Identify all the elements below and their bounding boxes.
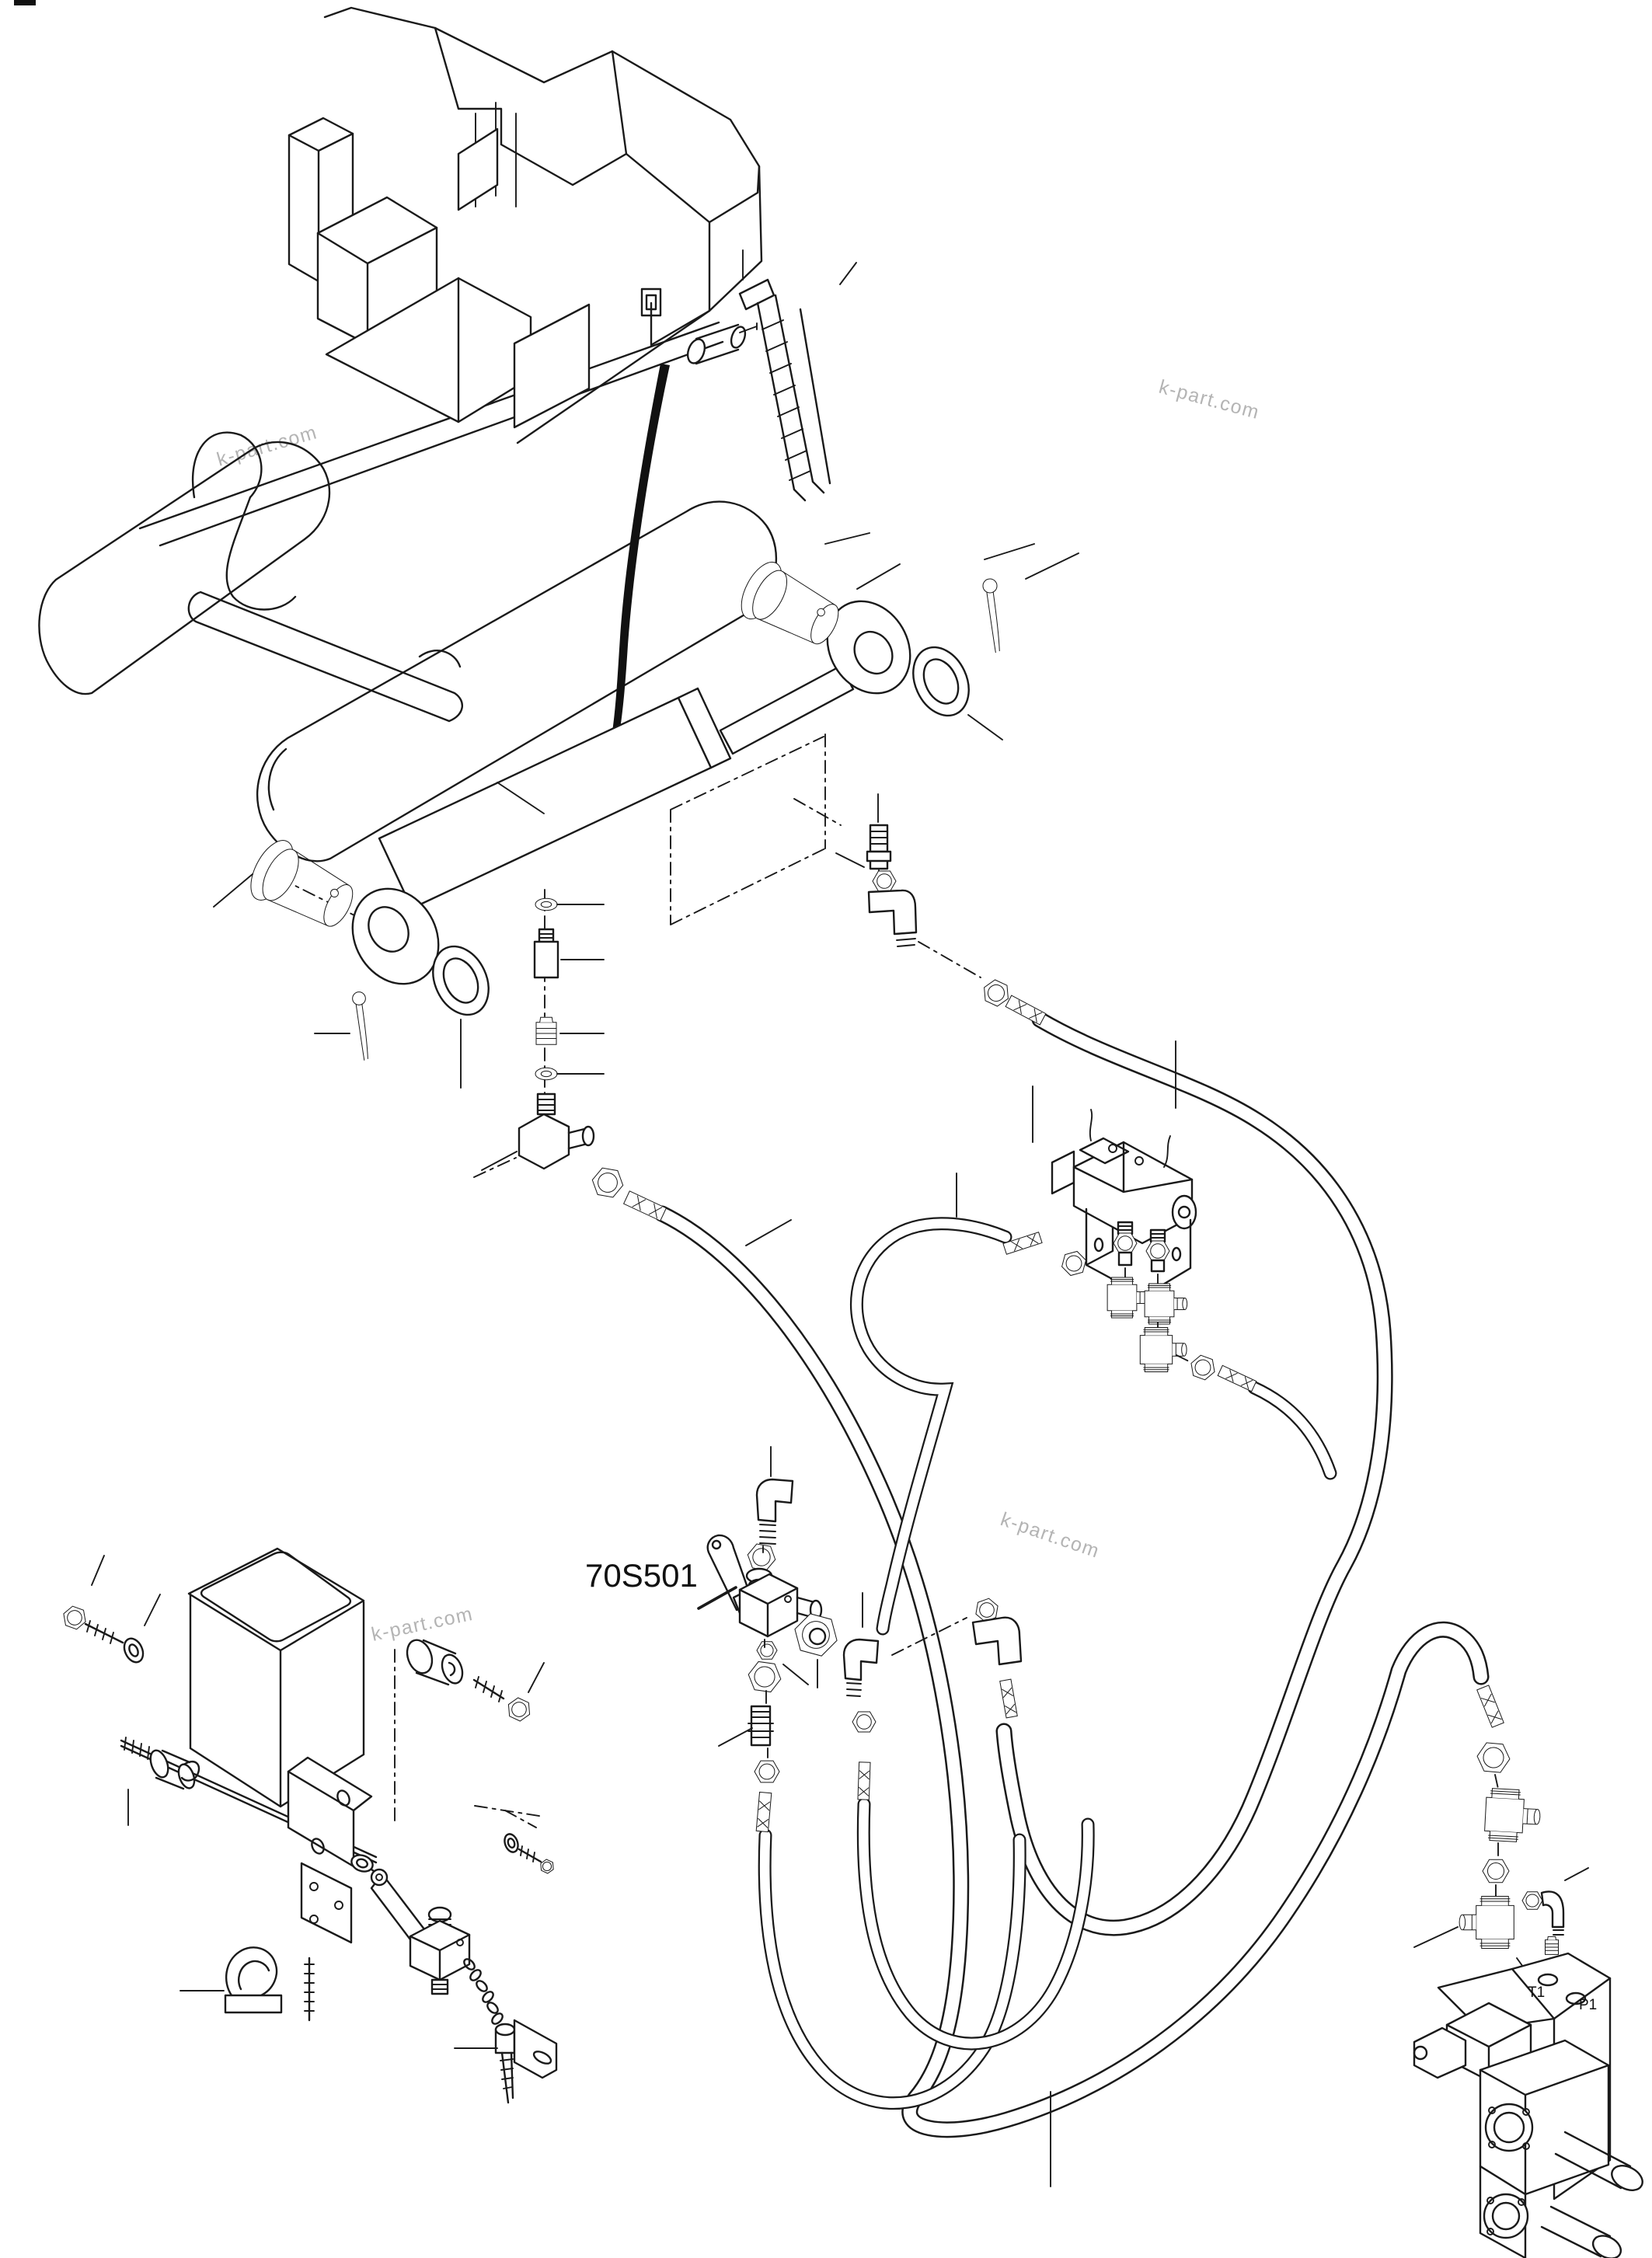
chain-plug [463,1958,516,2104]
hose-nut [590,1166,625,1198]
port-fitting-column [533,889,605,1108]
hose-nut [755,1761,779,1782]
lever-linkage-assembly [60,1547,558,2104]
hose-nut [1059,1249,1089,1277]
cylinder-barrel [378,696,713,910]
threaded-plug [536,1017,556,1044]
control-rod [120,1737,378,1864]
watermark-bottom-left: k-part.com [369,1603,475,1646]
tee-fitting [1107,1277,1150,1318]
port-p1 [1565,1991,1587,2005]
watermarks: k-part.com k-part.com k-part.com k-part.… [214,376,1262,1646]
hose-braid [1218,1365,1256,1391]
hose-nut [1187,1353,1218,1382]
hose-a-long [653,1205,1490,2138]
adapter-fitting [533,928,559,979]
hose-braid [1005,995,1046,1025]
small-washer-bolt [504,1810,556,1875]
port-t1 [1537,1973,1559,1987]
hose-braid [858,1762,870,1800]
label-leader [697,1586,737,1610]
elbow-fitting [1540,1890,1565,1929]
outlet-barb-upper [1554,2131,1643,2192]
elbow-hose-end [972,1597,1021,1718]
elbow-fitting-top [755,1478,794,1523]
port-label-t1: T1 [1528,1984,1545,2001]
solen-fitting-stack [1107,1221,1256,1392]
watermark-middle-right: k-part.com [998,1508,1103,1563]
shutoff-valve-70s501 [697,1446,967,1832]
leader-swoosh [608,364,670,758]
hose-braid [624,1191,667,1221]
hose-braid [1477,1685,1504,1727]
o-ring [535,1068,557,1079]
port-label-p1: P1 [1579,1997,1597,2013]
washer-upper [912,646,970,717]
cylinder-rod [719,664,855,755]
washer-lower [432,945,490,1016]
tee-fitting [1484,1788,1542,1843]
union-nut [790,1611,842,1659]
access-ladder [738,278,831,502]
corner-mark [14,0,36,5]
elbow-fitting-a [793,793,1176,1109]
tee-chain [1413,1685,1589,1984]
drain-valve [409,1906,471,1995]
tee-fitting [1145,1284,1187,1324]
hose-solenoid-right [1247,1381,1337,1480]
outlet-barb-lower [1540,2205,1622,2258]
hex-nipple [750,1705,772,1747]
hose-u1 [758,1828,1026,2110]
tee-fitting [1140,1327,1187,1371]
mounting-post [187,1547,365,1808]
rod-eye-upper [826,600,911,695]
cotter-pin-upper [983,579,999,653]
o-ring [535,898,557,910]
threaded-plug [1546,1936,1559,1954]
hose-b-loop [995,1011,1393,1936]
tee-fitting [1459,1897,1514,1949]
rod-eye-lower [351,887,440,985]
solenoid-wires [1089,1109,1171,1168]
leader-lines [314,532,1079,1089]
hose-c-solenoid [849,1217,1012,1636]
leader-line [742,249,857,285]
hose-braid [756,1792,772,1831]
solenoid-valve-assembly [956,1085,1256,1392]
leader-line [745,1219,792,1246]
watermark-top-right: k-part.com [1156,376,1262,423]
cotter-pin-lower [353,992,368,1061]
leader-line [213,873,253,908]
hydraulic-cylinder-assembly [213,532,1079,1246]
excavator-illustration [38,6,857,862]
spacer-bolt-right [394,1639,545,1824]
bolt-washer-left [60,1555,161,1664]
hose-nut [852,1712,876,1732]
hose-u2 [856,1797,1095,2051]
part-code-label: 70S501 [585,1557,698,1594]
deck-cylinder [686,322,758,365]
cable-clip [179,1946,283,2014]
cylinder-gland [677,687,732,769]
control-valve-block [1413,1952,1643,2258]
lower-strap [454,2019,558,2079]
hose-nut [1476,1742,1511,1773]
banjo-fitting [473,1092,595,1178]
mounting-bracket [287,1756,373,2022]
elbow-fitting-right [842,1638,880,1681]
